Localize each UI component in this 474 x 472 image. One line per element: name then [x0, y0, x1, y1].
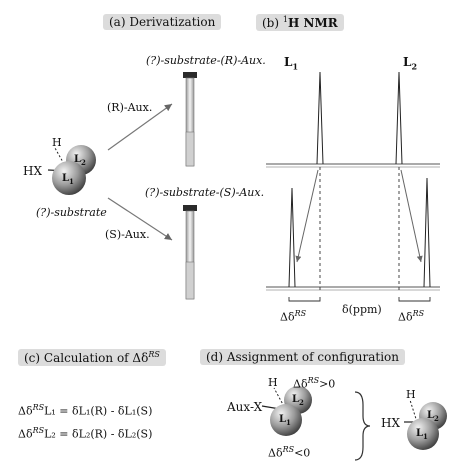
equation-l1: ΔδRSL₁ = δL₁(R) - δL₁(S) — [18, 403, 153, 418]
axis-label: δ(ppm) — [342, 303, 382, 316]
delta-bracket-left — [288, 297, 321, 302]
assign-l2-left: L2 — [292, 394, 304, 407]
substrate-l1: L1 — [62, 173, 74, 186]
panel-c-title: (c) Calculation of ΔδRS — [18, 349, 166, 366]
s-aux-label: (S)-Aux. — [105, 228, 150, 241]
r-aux-label: (R)-Aux. — [107, 101, 153, 114]
aux-x-label: Aux-X — [227, 400, 263, 414]
positive-delta-label: ΔδRS>0 — [293, 376, 336, 391]
peak-l1-r — [316, 71, 324, 165]
nmr-tube-s — [183, 205, 197, 300]
peak-l2-r — [395, 71, 403, 165]
shift-arrow-l2 — [400, 169, 423, 263]
nmr-l1-label: L1 — [284, 55, 299, 72]
arrow-to-s-product — [107, 197, 173, 241]
substrate-molecule — [47, 145, 96, 195]
substrate-hx: HX — [23, 164, 43, 178]
assign-l1-left: L1 — [279, 414, 291, 427]
assign-h-right: H — [406, 388, 416, 401]
substrate-l2: L2 — [74, 154, 86, 167]
delta-left-label: ΔδRS — [280, 309, 307, 324]
ligand-1-sphere — [52, 161, 86, 195]
assign-l1-right: L1 — [416, 428, 428, 441]
peak-l2-s — [423, 177, 431, 288]
nmr-l2-label: L2 — [403, 55, 418, 72]
nmr-spectrum-top — [266, 71, 440, 168]
negative-delta-label: ΔδRS<0 — [268, 445, 311, 460]
assign-l2-right: L2 — [427, 410, 439, 423]
delta-bracket-right — [398, 297, 431, 302]
delta-right-label: ΔδRS — [398, 309, 425, 324]
product-r-label: (?)-substrate-(R)-Aux. — [146, 54, 266, 67]
equation-l2: ΔδRSL₂ = δL₂(R) - δL₂(S) — [18, 426, 153, 441]
nmr-tube-r — [183, 72, 197, 167]
panel-d-title: (d) Assignment of configuration — [200, 349, 406, 365]
peak-l1-s — [288, 187, 296, 288]
nmr-spectrum-bottom — [266, 177, 440, 291]
assign-h-left: H — [268, 376, 278, 389]
assign-hx-right: HX — [381, 416, 401, 430]
panel-b-title: (b) 1H NMR — [256, 14, 344, 31]
shift-arrow-l1 — [295, 169, 319, 263]
equivalence-brace — [354, 391, 371, 461]
substrate-h: H — [52, 136, 62, 149]
assignment-molecule-left — [261, 386, 312, 436]
substrate-label: (?)-substrate — [36, 206, 107, 219]
product-s-label: (?)-substrate-(S)-Aux. — [145, 186, 265, 199]
arrow-to-r-product — [107, 103, 173, 151]
panel-a-title: (a) Derivatization — [103, 14, 222, 30]
assignment-molecule-right — [404, 399, 447, 450]
